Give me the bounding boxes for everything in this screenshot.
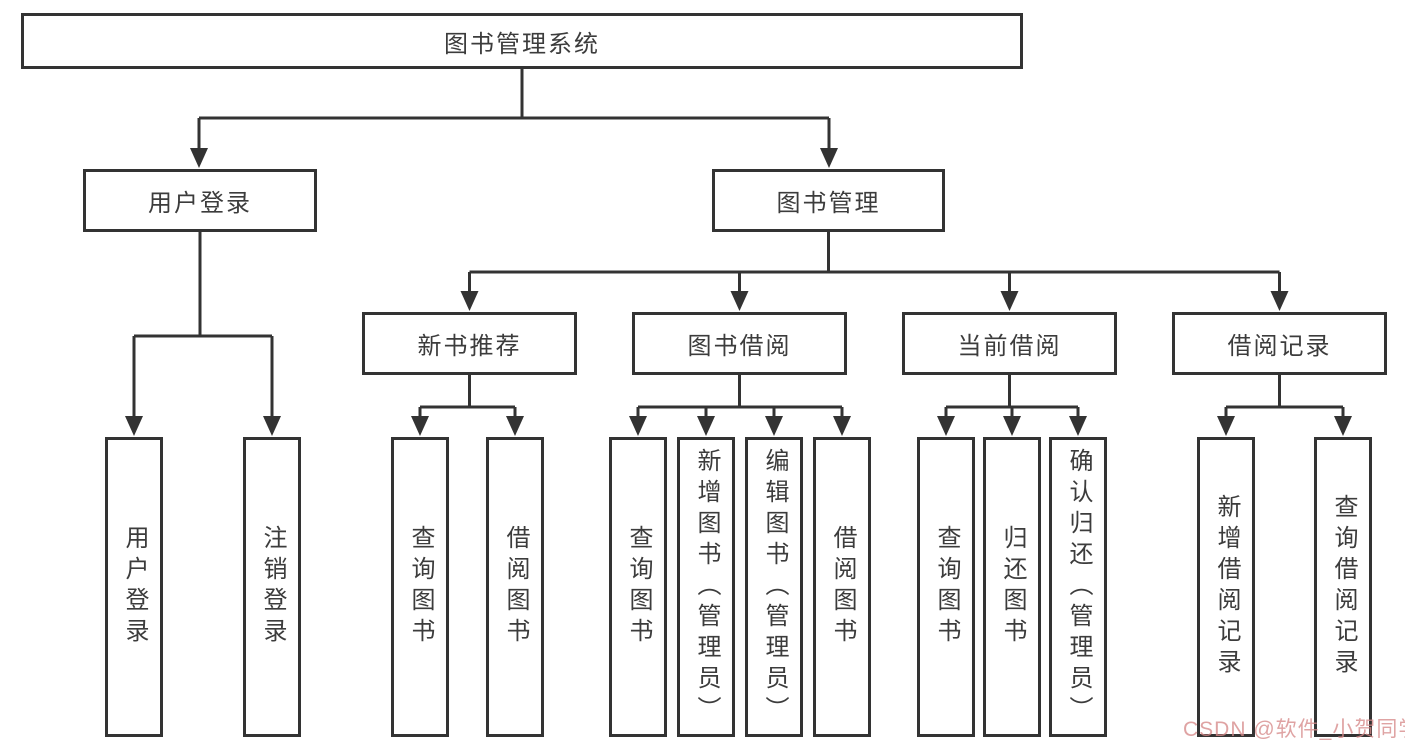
node-library-management-system: 图书管理系统 bbox=[21, 13, 1023, 69]
node-new-book-recommendation: 新书推荐 bbox=[362, 312, 577, 375]
node-label: 当前借阅 bbox=[957, 333, 1062, 360]
node-label: 图书管理 bbox=[776, 190, 881, 217]
node-label: 图书管理系统 bbox=[444, 30, 600, 58]
node-borrowing-records: 借阅记录 bbox=[1172, 312, 1387, 375]
leaf-label: 查询图书 bbox=[933, 525, 960, 649]
leaf-label: 查询借阅记录 bbox=[1330, 494, 1357, 680]
leaf-label: 借阅图书 bbox=[502, 525, 529, 649]
leaf-label: 查询图书 bbox=[407, 525, 434, 649]
node-book-management: 图书管理 bbox=[712, 169, 945, 232]
leaf-label: 编辑图书（管理员） bbox=[761, 447, 788, 727]
csdn-watermark: CSDN @软件_小贺同学 bbox=[1183, 718, 1405, 741]
leaf-label: 确认归还（管理员） bbox=[1065, 447, 1092, 727]
leaf-add-borrow-record: 新增借阅记录 bbox=[1197, 437, 1255, 737]
leaf-logout: 注销登录 bbox=[243, 437, 301, 737]
leaf-confirm-return-admin: 确认归还（管理员） bbox=[1049, 437, 1107, 737]
leaf-label: 注销登录 bbox=[259, 525, 286, 649]
leaf-query-borrow-record: 查询借阅记录 bbox=[1314, 437, 1372, 737]
leaf-query-books-borrowing: 查询图书 bbox=[609, 437, 667, 737]
leaf-label: 用户登录 bbox=[121, 525, 148, 649]
leaf-label: 查询图书 bbox=[625, 525, 652, 649]
node-label: 新书推荐 bbox=[417, 333, 522, 360]
leaf-query-books-recommend: 查询图书 bbox=[391, 437, 449, 737]
leaf-borrow-books-borrowing: 借阅图书 bbox=[813, 437, 871, 737]
leaf-add-book-admin: 新增图书（管理员） bbox=[677, 437, 735, 737]
node-book-borrowing: 图书借阅 bbox=[632, 312, 847, 375]
leaf-edit-book-admin: 编辑图书（管理员） bbox=[745, 437, 803, 737]
node-label: 借阅记录 bbox=[1227, 333, 1332, 360]
leaf-query-books-current: 查询图书 bbox=[917, 437, 975, 737]
leaf-borrow-books-recommend: 借阅图书 bbox=[486, 437, 544, 737]
leaf-user-login: 用户登录 bbox=[105, 437, 163, 737]
leaf-label: 借阅图书 bbox=[829, 525, 856, 649]
leaf-label: 新增借阅记录 bbox=[1213, 494, 1240, 680]
node-label: 图书借阅 bbox=[687, 333, 792, 360]
node-label: 用户登录 bbox=[148, 190, 252, 217]
leaf-label: 新增图书（管理员） bbox=[693, 447, 720, 727]
node-current-borrowing: 当前借阅 bbox=[902, 312, 1117, 375]
leaf-return-books: 归还图书 bbox=[983, 437, 1041, 737]
leaf-label: 归还图书 bbox=[999, 525, 1026, 649]
node-user-login: 用户登录 bbox=[83, 169, 317, 232]
